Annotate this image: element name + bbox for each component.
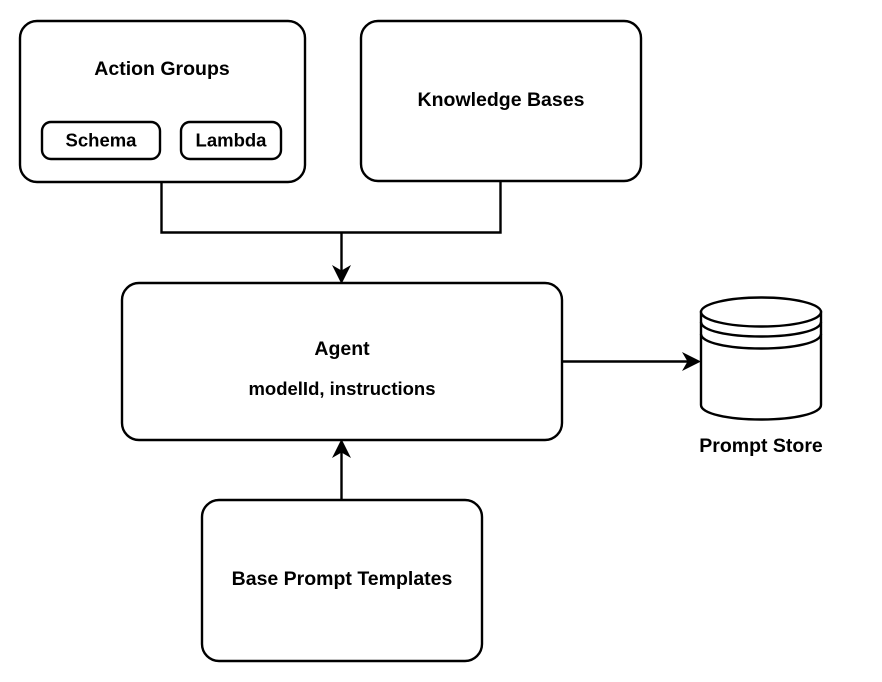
node-action-groups[interactable]: Action Groups Schema Lambda <box>18 19 307 184</box>
agent-label: Agent <box>314 338 370 360</box>
edge-knowledge-bases-to-agent <box>341 181 502 234</box>
edge-junction-to-agent <box>332 232 351 284</box>
agent-sublabel: modelId, instructions <box>248 378 435 399</box>
action-groups-label: Action Groups <box>94 58 230 80</box>
node-agent[interactable]: Agent modelId, instructions <box>120 281 564 442</box>
node-base-prompt-templates[interactable]: Base Prompt Templates <box>200 498 484 663</box>
schema-label: Schema <box>66 129 138 150</box>
edge-agent-to-prompt-store <box>562 352 701 371</box>
edge-action-groups-to-agent <box>160 182 342 234</box>
node-knowledge-bases[interactable]: Knowledge Bases <box>359 19 643 183</box>
node-prompt-store[interactable]: Prompt Store <box>699 296 823 458</box>
knowledge-bases-label: Knowledge Bases <box>418 89 585 111</box>
base-prompt-templates-label: Base Prompt Templates <box>232 568 453 590</box>
prompt-store-label: Prompt Store <box>699 435 823 457</box>
lambda-label: Lambda <box>196 129 268 150</box>
node-lambda[interactable]: Lambda <box>179 120 283 161</box>
node-schema[interactable]: Schema <box>40 120 162 161</box>
edge-base-prompt-templates-to-agent <box>332 439 351 500</box>
